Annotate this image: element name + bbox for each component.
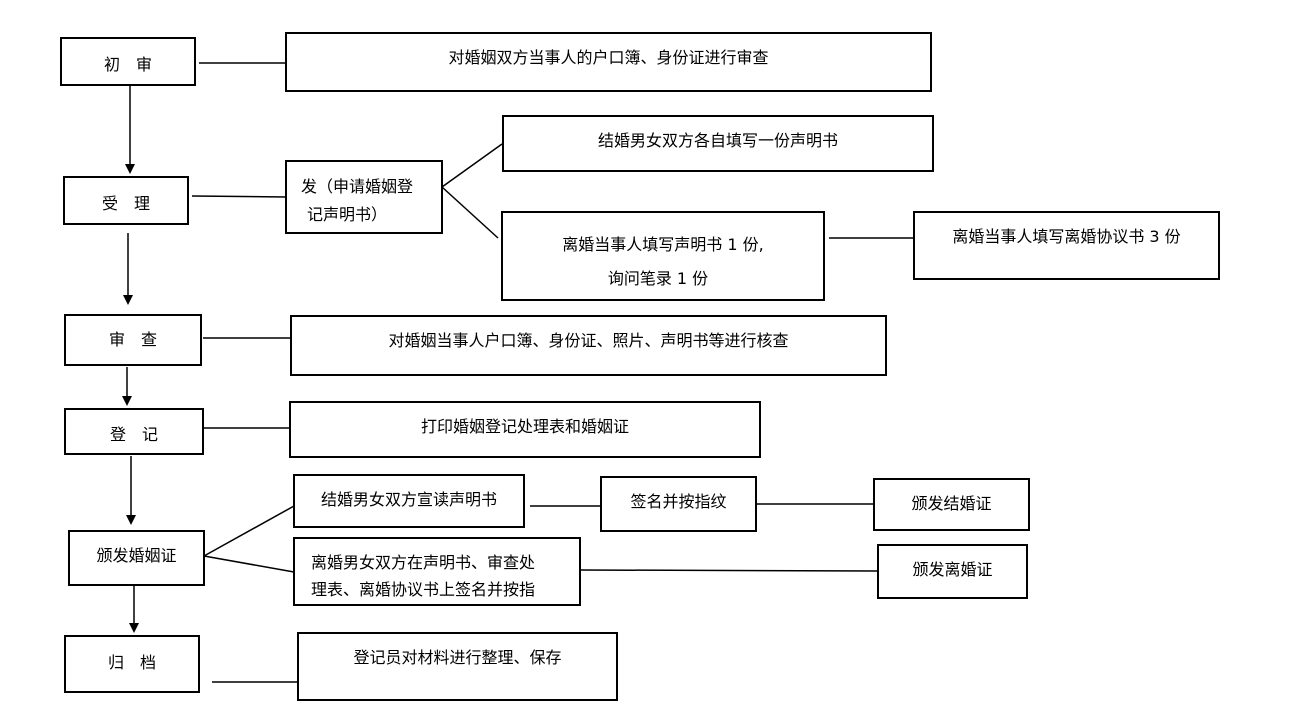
detail-text: 打印婚姻登记处理表和婚姻证: [420, 417, 629, 436]
step-accept: 受 理: [63, 176, 189, 225]
detail-divorce-agreement: 离婚当事人填写离婚协议书 3 份: [913, 211, 1220, 280]
step-initial-review: 初 审: [60, 37, 196, 86]
step-label: 登 记: [109, 425, 158, 444]
detail-text: 结婚男女双方宣读声明书: [320, 490, 497, 509]
detail-text-line1: 离婚男女双方在声明书、审查处: [311, 553, 536, 572]
detail-text: 颁发离婚证: [912, 560, 993, 579]
detail-issue-marriage-cert: 颁发结婚证: [873, 478, 1030, 531]
detail-register: 打印婚姻登记处理表和婚姻证: [289, 401, 761, 458]
detail-text: 颁发结婚证: [911, 494, 992, 513]
connector-divorce-issue: [579, 569, 878, 572]
detail-issue-divorce-cert: 颁发离婚证: [877, 544, 1028, 599]
detail-initial-review: 对婚姻双方当事人的户口簿、身份证进行审查: [285, 32, 932, 92]
connector-cert-marriage: [203, 505, 295, 557]
step-label: 颁发婚姻证: [96, 546, 177, 565]
detail-text: 结婚男女双方各自填写一份声明书: [597, 131, 838, 150]
detail-marriage-declaration: 结婚男女双方各自填写一份声明书: [502, 115, 934, 172]
step-review: 审 查: [64, 314, 202, 366]
detail-text-line1: 发（申请婚姻登: [301, 177, 414, 196]
step-issue-certificate: 颁发婚姻证: [68, 530, 205, 586]
detail-issue-form: 发（申请婚姻登 记声明书）: [285, 160, 443, 234]
detail-text: 签名并按指纹: [630, 492, 727, 511]
detail-marriage-read: 结婚男女双方宣读声明书: [293, 474, 525, 528]
detail-text-line2: 询问笔录 1 份: [607, 269, 709, 288]
detail-divorce-declaration: 离婚当事人填写声明书 1 份, 询问笔录 1 份: [501, 211, 825, 301]
detail-text: 离婚当事人填写离婚协议书 3 份: [952, 227, 1181, 246]
connector-issue-marriage: [441, 143, 503, 188]
detail-text-line1: 离婚当事人填写声明书 1 份,: [562, 235, 764, 254]
connector-cert-divorce: [203, 555, 295, 573]
detail-text: 登记员对材料进行整理、保存: [353, 648, 562, 667]
detail-text-line2: 记声明书）: [307, 205, 388, 224]
detail-text-line2: 理表、离婚协议书上签名并按指: [311, 580, 536, 599]
step-label: 审 查: [108, 330, 157, 349]
detail-archive: 登记员对材料进行整理、保存: [297, 632, 618, 701]
step-label: 受 理: [101, 194, 150, 213]
detail-text: 对婚姻当事人户口簿、身份证、照片、声明书等进行核查: [388, 331, 789, 350]
detail-text: 对婚姻双方当事人的户口簿、身份证进行审查: [448, 48, 769, 67]
connector-accept: [191, 195, 287, 198]
step-label: 初 审: [103, 55, 152, 74]
step-archive: 归 档: [64, 635, 200, 693]
step-register: 登 记: [64, 408, 204, 455]
detail-sign-fingerprint: 签名并按指纹: [600, 476, 757, 532]
detail-review: 对婚姻当事人户口簿、身份证、照片、声明书等进行核查: [290, 315, 887, 376]
detail-divorce-sign: 离婚男女双方在声明书、审查处 理表、离婚协议书上签名并按指: [293, 537, 581, 606]
connector-issue-divorce: [441, 186, 499, 239]
step-label: 归 档: [107, 653, 156, 672]
